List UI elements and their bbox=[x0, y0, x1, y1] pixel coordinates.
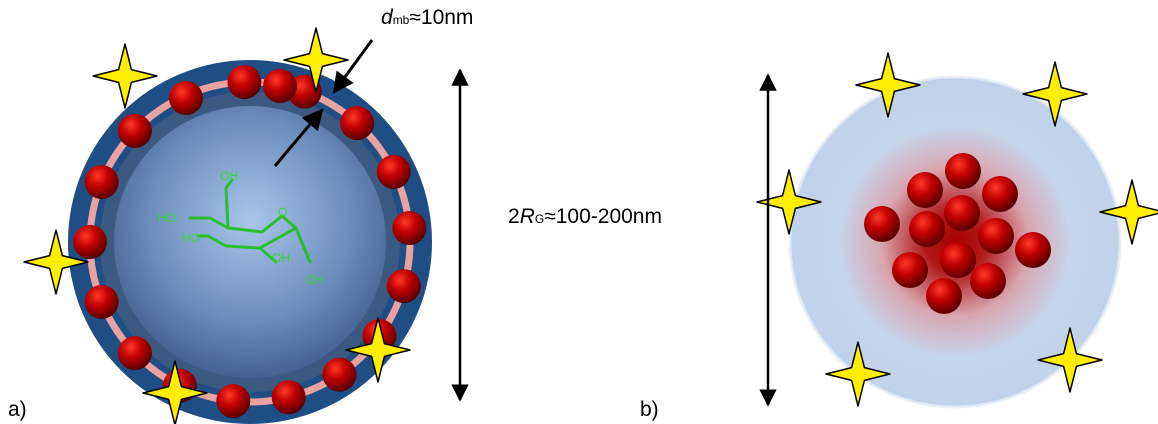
membrane-symbol: d bbox=[381, 6, 393, 29]
particle bbox=[227, 65, 262, 100]
particle bbox=[926, 278, 962, 314]
particle-cluster bbox=[864, 153, 1051, 314]
mol-label-oh-top: OH bbox=[220, 169, 238, 183]
particle bbox=[386, 269, 421, 304]
glucose-molecule bbox=[188, 178, 312, 264]
star-icon bbox=[142, 360, 208, 424]
star-icon bbox=[23, 229, 89, 295]
mol-label-ho-1: HO bbox=[158, 211, 176, 225]
panel-b-label: b) bbox=[640, 398, 659, 421]
star-icon bbox=[825, 341, 891, 407]
mol-label-oh-bottom: OH bbox=[306, 273, 324, 287]
membrane-thickness-label: dmb≈10nm bbox=[381, 6, 473, 30]
membrane-arrow-outer bbox=[332, 39, 374, 94]
particle bbox=[1015, 232, 1051, 268]
size-symbol: R bbox=[519, 205, 535, 228]
size-subscript: G bbox=[534, 212, 545, 226]
mol-label-ho-2: HO bbox=[182, 231, 200, 245]
core bbox=[114, 106, 386, 378]
particle bbox=[169, 81, 203, 115]
mol-label-oh-mid: OH bbox=[272, 251, 290, 265]
star-icon bbox=[1037, 327, 1103, 393]
star-icon bbox=[283, 27, 349, 93]
particle bbox=[970, 263, 1006, 299]
particle bbox=[907, 172, 943, 208]
particle bbox=[322, 357, 357, 392]
particle bbox=[216, 384, 251, 419]
particle bbox=[73, 225, 107, 259]
particle bbox=[340, 106, 375, 141]
membrane-value: ≈10nm bbox=[409, 6, 474, 29]
particle bbox=[376, 154, 411, 189]
panel-a-label: a) bbox=[8, 398, 27, 421]
particle bbox=[117, 336, 152, 371]
particle bbox=[944, 195, 980, 231]
vesicle-b bbox=[756, 52, 1158, 409]
halo bbox=[790, 77, 1120, 407]
mol-label-o: O bbox=[278, 205, 287, 219]
particle bbox=[271, 380, 306, 415]
vesicle-a: OH HO HO O OH OH bbox=[23, 27, 432, 424]
particle bbox=[263, 69, 297, 103]
particle bbox=[892, 252, 928, 288]
particle bbox=[864, 206, 900, 242]
star-icon bbox=[1022, 61, 1088, 127]
particle bbox=[978, 218, 1014, 254]
size-prefix: 2 bbox=[508, 205, 520, 228]
particle bbox=[84, 284, 119, 319]
star-icon bbox=[1099, 179, 1158, 245]
particle bbox=[84, 165, 119, 200]
particle bbox=[117, 113, 152, 148]
membrane-arrow-inner bbox=[273, 108, 324, 167]
particle bbox=[982, 176, 1018, 212]
particle bbox=[392, 211, 427, 246]
size-label: 2RG≈100-200nm bbox=[508, 205, 662, 229]
particle bbox=[945, 153, 981, 189]
star-group-b bbox=[756, 52, 1158, 407]
star-icon bbox=[345, 317, 411, 383]
particle bbox=[940, 242, 976, 278]
membrane-subscript: mb bbox=[392, 13, 410, 27]
star-icon bbox=[92, 43, 158, 109]
star-icon bbox=[855, 52, 921, 118]
star-group-a bbox=[23, 27, 411, 424]
halo-edge bbox=[788, 75, 1122, 409]
size-value: ≈100-200nm bbox=[544, 205, 662, 228]
particle bbox=[909, 211, 945, 247]
